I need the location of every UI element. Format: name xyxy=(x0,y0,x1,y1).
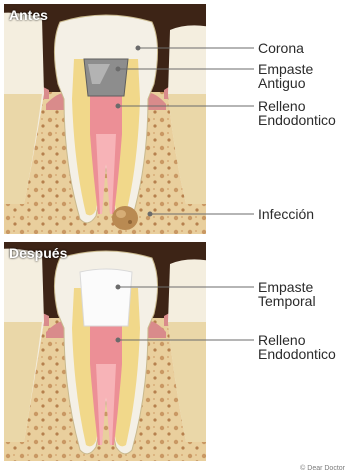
label-corona: Corona xyxy=(258,41,304,55)
label-empaste-temporal: Empaste Temporal xyxy=(258,280,316,308)
label-relleno-endodontico-top: Relleno Endodontico xyxy=(258,99,336,127)
copyright-credit: © Dear Doctor xyxy=(300,465,345,472)
label-relleno-endodontico-bottom: Relleno Endodontico xyxy=(258,333,336,361)
label-empaste-antiguo: Empaste Antiguo xyxy=(258,62,313,90)
label-infeccion: Infección xyxy=(258,207,314,221)
